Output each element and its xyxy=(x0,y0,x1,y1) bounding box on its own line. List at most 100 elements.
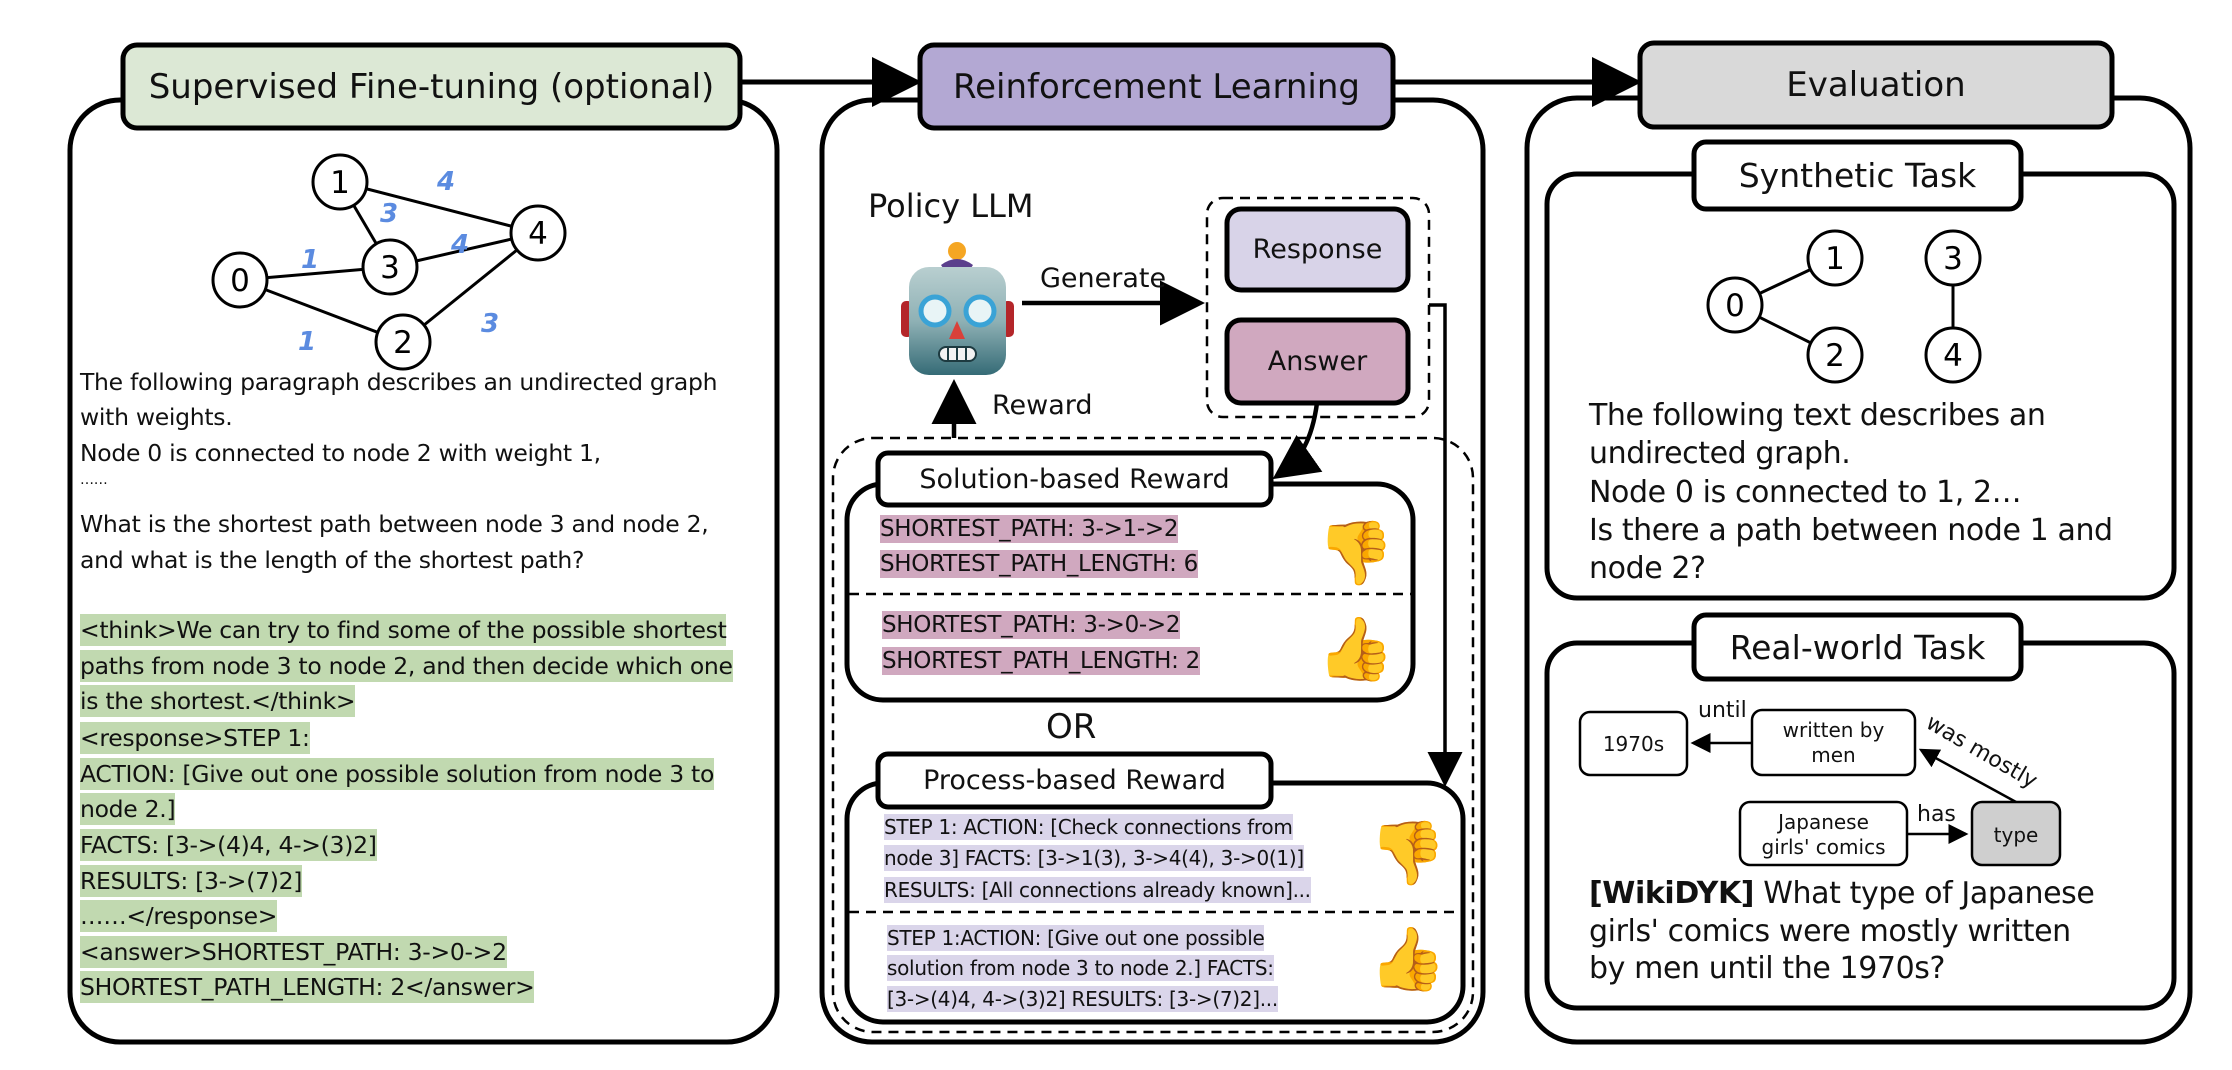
solution-reward-title: Solution-based Reward xyxy=(919,463,1230,495)
synthetic-line: Node 0 is connected to 1, 2… xyxy=(1589,475,2022,510)
answer-label: Answer xyxy=(1267,346,1368,377)
sft-header-box xyxy=(120,42,743,131)
synthetic-line: node 2? xyxy=(1589,551,1706,586)
graph-node-4 xyxy=(1924,326,1982,384)
graph-node-label: 1 xyxy=(330,165,350,201)
synthetic-task-header xyxy=(1691,139,2024,212)
eval-header-box xyxy=(1637,40,2115,130)
edge-weight-label: 1 xyxy=(298,327,316,357)
graph-node-2 xyxy=(374,313,432,371)
edge-weight-label: 3 xyxy=(481,309,499,339)
response-to-process-arrow xyxy=(1427,303,1463,787)
graph-node-label: 2 xyxy=(393,325,413,361)
edge-weight-label: 1 xyxy=(301,245,319,275)
rl-title: Reinforcement Learning xyxy=(953,66,1360,107)
solution-line: SHORTEST_PATH_LENGTH: 6 xyxy=(880,550,1198,578)
solution-line: SHORTEST_PATH: 3->0->2 xyxy=(882,611,1181,639)
kg-label-written-by-men-1: written by xyxy=(1782,718,1885,742)
solution-line: SHORTEST_PATH_LENGTH: 2 xyxy=(882,647,1200,675)
kg-edge-was-mostly xyxy=(1918,748,2017,804)
graph-edge-1-4 xyxy=(339,180,539,235)
thumbs-down-icon: 👎 xyxy=(1369,816,1447,889)
prompt-line: …… xyxy=(80,472,108,488)
output-line: <response>STEP 1: xyxy=(80,722,310,754)
wikidyk-tag: [WikiDYK] xyxy=(1589,876,1755,911)
reward-group xyxy=(831,436,1475,1034)
process-reward-title: Process-based Reward xyxy=(923,765,1226,796)
prompt-line: with weights. xyxy=(80,403,233,431)
graph-node-label: 4 xyxy=(1943,338,1963,374)
synthetic-line: The following text describes an xyxy=(1589,398,2046,433)
eval-title: Evaluation xyxy=(1786,65,1966,105)
kg-label-1970s: 1970s xyxy=(1602,732,1665,756)
process-line: RESULTS: [All connections already known]… xyxy=(884,877,1311,903)
output-line: <think>We can try to find some of the po… xyxy=(80,614,727,646)
question-text: What type of Japanese xyxy=(1754,876,2095,911)
thumbs-down-icon: 👎 xyxy=(1317,516,1395,589)
thumbs-up-icon: 👍 xyxy=(1369,922,1447,995)
process-line: [3->(4)4, 4->(3)2] RESULTS: [3->(7)2]... xyxy=(887,986,1278,1012)
graph-node-label: 2 xyxy=(1825,338,1845,374)
process-reward-header xyxy=(875,751,1274,810)
prompt-line: Node 0 is connected to node 2 with weigh… xyxy=(80,439,601,467)
graph-node-label: 0 xyxy=(230,263,250,299)
output-line: RESULTS: [3->(7)2] xyxy=(80,865,303,897)
synthetic-line: Is there a path between node 1 and xyxy=(1589,513,2113,548)
graph-node-0 xyxy=(211,251,269,309)
graph-node-0 xyxy=(1706,276,1764,334)
output-line: ……</response> xyxy=(80,900,278,932)
kg-label-type: type xyxy=(1993,823,2039,847)
answer-to-solution-arrow xyxy=(1272,402,1323,480)
realworld-task-header xyxy=(1691,612,2024,682)
kg-label-written-by-men-2: men xyxy=(1811,743,1856,767)
prompt-line: The following paragraph describes an und… xyxy=(80,368,718,396)
solution-reward-header xyxy=(875,450,1274,508)
output-line: ACTION: [Give out one possible solution … xyxy=(80,758,715,790)
kg-label-japanese-2: girls' comics xyxy=(1761,835,1886,859)
graph-node-label: 4 xyxy=(528,216,548,252)
graph-edge-0-2 xyxy=(239,278,404,344)
policy-llm-label: Policy LLM xyxy=(868,187,1034,225)
graph-node-1 xyxy=(1806,229,1864,287)
output-line: node 2.] xyxy=(80,793,176,825)
graph-node-2 xyxy=(1806,326,1864,384)
kg-node-1970s xyxy=(1578,710,1689,777)
rl-header-box xyxy=(917,42,1396,131)
response-label: Response xyxy=(1252,234,1383,265)
process-line: solution from node 3 to node 2.] FACTS: xyxy=(887,955,1274,981)
edge-weight-label: 4 xyxy=(436,167,455,197)
realworld-task-title: Real-world Task xyxy=(1729,627,1986,667)
answer-box xyxy=(1224,317,1411,406)
question-line: girls' comics were mostly written xyxy=(1589,914,2071,949)
edge-weight-label: 3 xyxy=(380,199,398,229)
process-line: STEP 1: ACTION: [Check connections from xyxy=(884,814,1293,840)
reward-label: Reward xyxy=(992,390,1093,421)
prompt-line: What is the shortest path between node 3… xyxy=(80,510,709,538)
output-line: paths from node 3 to node 2, and then de… xyxy=(80,650,733,682)
graph-node-label: 3 xyxy=(380,250,400,286)
question-line: by men until the 1970s? xyxy=(1589,951,1946,986)
prompt-line: and what is the length of the shortest p… xyxy=(80,546,585,574)
generated-output-group xyxy=(1205,196,1431,419)
graph-node-label: 0 xyxy=(1725,288,1745,324)
graph-node-3 xyxy=(1924,229,1982,287)
kg-label-japanese-1: Japanese xyxy=(1778,810,1869,834)
realworld-question-line: [WikiDYK] What type of Japanese xyxy=(1589,876,2095,911)
response-box xyxy=(1224,206,1411,293)
or-label: OR xyxy=(1046,707,1097,747)
graph-node-label: 1 xyxy=(1825,241,1845,277)
sft-title: Supervised Fine-tuning (optional) xyxy=(148,66,715,107)
graph-node-1 xyxy=(311,153,369,211)
thumbs-up-icon: 👍 xyxy=(1317,612,1395,685)
kg-edge-label-has: has xyxy=(1917,802,1956,827)
edge-weight-label: 4 xyxy=(450,230,469,260)
kg-edge-label-until: until xyxy=(1698,698,1747,723)
synthetic-line: undirected graph. xyxy=(1589,436,1851,471)
process-line: node 3] FACTS: [3->1(3), 3->4(4), 3->0(1… xyxy=(884,845,1304,871)
solution-line: SHORTEST_PATH: 3->1->2 xyxy=(880,515,1179,543)
robot-icon xyxy=(897,239,1018,377)
generate-label: Generate xyxy=(1040,263,1167,294)
